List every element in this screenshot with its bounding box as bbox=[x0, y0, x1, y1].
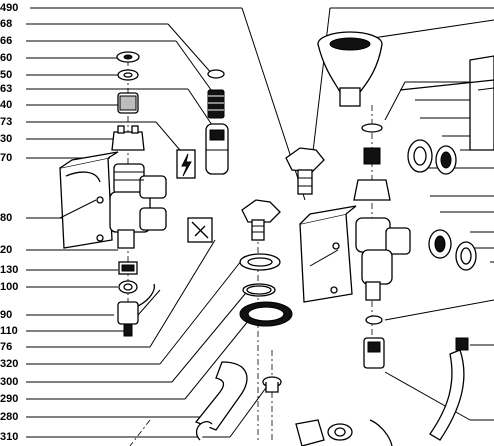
callout-90: 90 bbox=[0, 309, 13, 321]
part-280-seal bbox=[239, 301, 293, 327]
part-50-washer bbox=[117, 69, 139, 81]
part-80-cover bbox=[59, 151, 119, 249]
callout-40: 40 bbox=[0, 99, 13, 111]
callout-76: 76 bbox=[0, 341, 13, 353]
part-right-fitting bbox=[363, 315, 385, 369]
part-knob-bolt bbox=[241, 199, 281, 241]
callout-66: 66 bbox=[0, 35, 13, 47]
electric-label bbox=[176, 149, 196, 179]
callout-320: 320 bbox=[0, 358, 19, 370]
part-funnel bbox=[317, 31, 383, 107]
callout-490: 490 bbox=[0, 2, 19, 14]
callout-130: 130 bbox=[0, 264, 19, 276]
part-right-cover bbox=[299, 205, 357, 303]
part-90-fitting bbox=[117, 283, 156, 337]
callout-68: 68 bbox=[0, 18, 13, 30]
part-right-rings bbox=[407, 139, 477, 271]
part-right-washer bbox=[353, 123, 391, 201]
callout-60: 60 bbox=[0, 52, 13, 64]
callout-110: 110 bbox=[0, 325, 18, 337]
callout-50: 50 bbox=[0, 69, 13, 81]
part-30-nut bbox=[111, 125, 145, 151]
callout-70: 70 bbox=[0, 152, 13, 164]
callout-100: 100 bbox=[0, 281, 19, 293]
callout-73: 73 bbox=[0, 116, 13, 128]
part-100-washer bbox=[118, 280, 138, 294]
callout-310: 310 bbox=[0, 431, 19, 443]
callout-300: 300 bbox=[0, 376, 19, 388]
callout-80: 80 bbox=[0, 212, 13, 224]
part-ring-nut bbox=[239, 253, 281, 271]
part-63-core bbox=[205, 123, 229, 175]
callout-280: 280 bbox=[0, 411, 19, 423]
part-elbow-hose bbox=[194, 361, 248, 441]
part-130-nut bbox=[118, 261, 138, 275]
part-right-valve bbox=[355, 217, 411, 301]
part-290-ring bbox=[242, 283, 276, 297]
callout-63: 63 bbox=[0, 83, 13, 95]
part-40-cap bbox=[117, 92, 139, 114]
part-70-valve-body bbox=[109, 163, 167, 249]
part-68-spring bbox=[207, 69, 225, 119]
leader-lines bbox=[26, 7, 306, 438]
part-310-clamp bbox=[262, 376, 282, 393]
warning-sign bbox=[187, 217, 213, 243]
callout-290: 290 bbox=[0, 393, 19, 405]
callout-20: 20 bbox=[0, 244, 13, 256]
side-tank bbox=[399, 55, 494, 151]
part-knob bbox=[285, 147, 325, 195]
part-right-hose bbox=[429, 337, 469, 441]
callout-30: 30 bbox=[0, 133, 13, 145]
part-bottom-fitting bbox=[295, 419, 393, 446]
part-60-washer bbox=[116, 51, 140, 63]
